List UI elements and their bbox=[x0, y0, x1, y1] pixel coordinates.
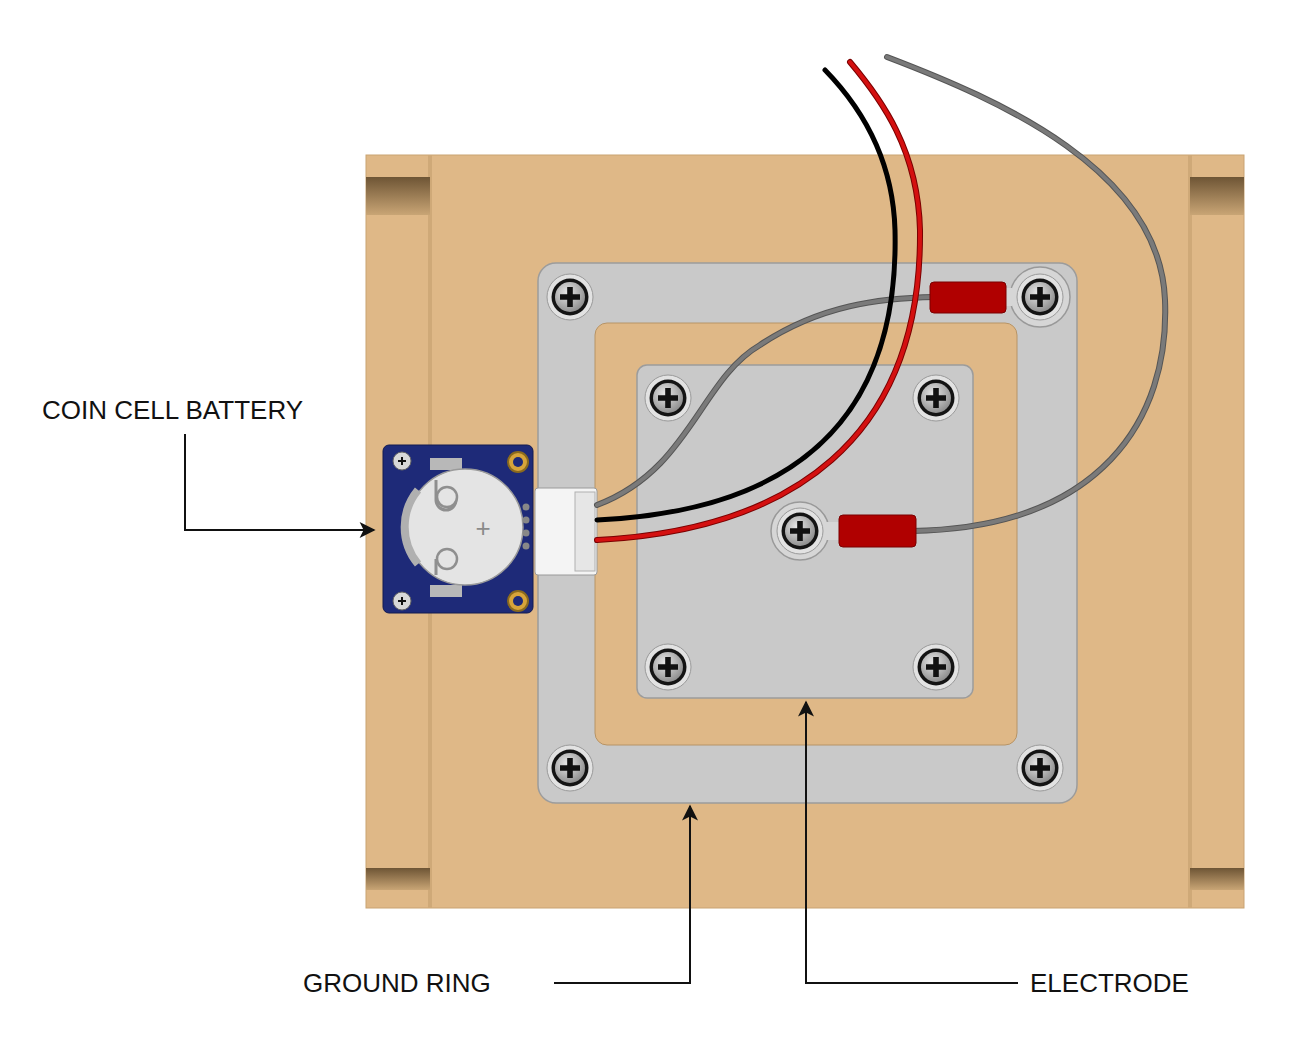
polarity-mark: + bbox=[475, 515, 490, 541]
ring-terminals bbox=[771, 267, 1070, 560]
part-label: COIN CELL BATTERY bbox=[42, 397, 303, 423]
coin-cell-board bbox=[383, 445, 597, 613]
part-label: ELECTRODE bbox=[1030, 970, 1189, 996]
wires bbox=[597, 57, 1165, 540]
leader-lines bbox=[185, 434, 1018, 983]
ground-ring bbox=[538, 263, 1077, 803]
part-label: GROUND RING bbox=[303, 970, 491, 996]
